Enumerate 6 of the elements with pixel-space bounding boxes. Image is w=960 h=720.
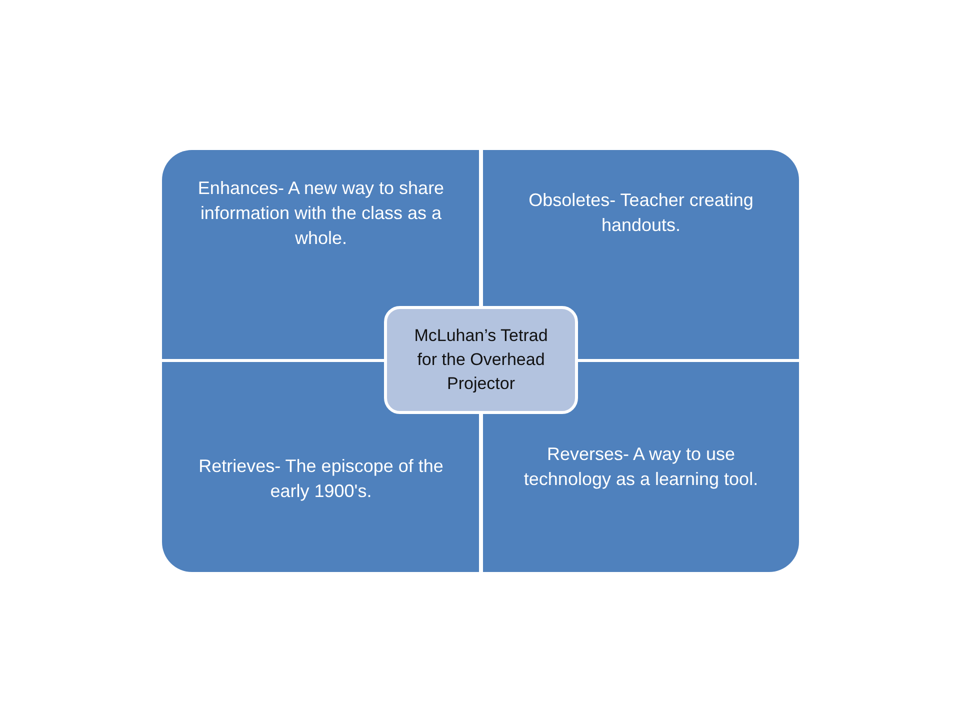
quadrant-text: Enhances- A new way to share information with the class as a whole. [196,177,446,250]
center-box [384,306,578,414]
quadrant-text: Obsoletes- Teacher creating handouts. [528,189,754,237]
quadrant-text: Reverses- A way to use technology as a learning tool. [522,443,760,491]
center-text: McLuhan’s Tetrad for the Overhead Projector [413,325,549,395]
quadrant-text: Retrieves- The episcope of the early 1900's. [198,455,444,503]
